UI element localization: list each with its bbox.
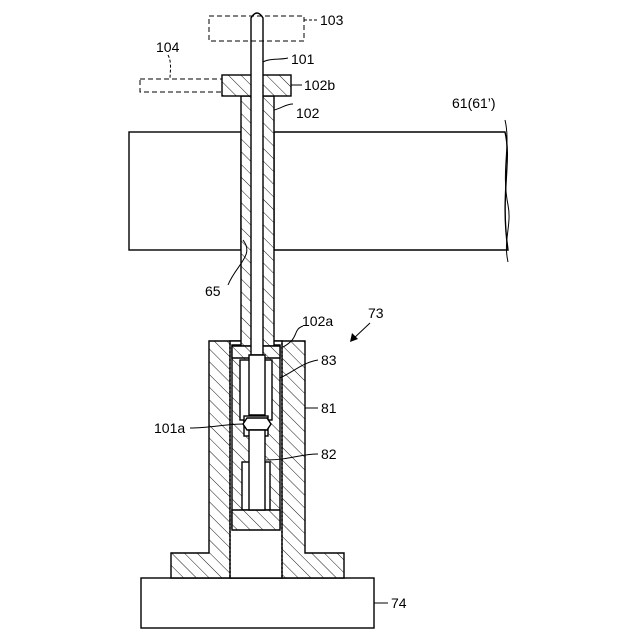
label-104: 104 xyxy=(156,39,180,55)
label-102: 102 xyxy=(296,105,320,121)
label-103: 103 xyxy=(320,12,344,28)
label-102a: 102a xyxy=(302,313,333,329)
insert-82 xyxy=(232,510,280,530)
plate-61 xyxy=(129,120,509,262)
label-83: 83 xyxy=(321,352,337,368)
label-74: 74 xyxy=(391,595,407,611)
label-81: 81 xyxy=(321,400,337,416)
base-block-74 xyxy=(141,578,374,628)
arm-104-dashed xyxy=(140,79,222,92)
arrow-73 xyxy=(350,323,370,342)
label-102b: 102b xyxy=(304,77,335,93)
label-61: 61(61’) xyxy=(452,95,496,111)
label-65: 65 xyxy=(205,283,221,299)
label-101a: 101a xyxy=(154,420,185,436)
label-82: 82 xyxy=(321,446,337,462)
label-101: 101 xyxy=(291,51,315,67)
label-73: 73 xyxy=(368,305,384,321)
